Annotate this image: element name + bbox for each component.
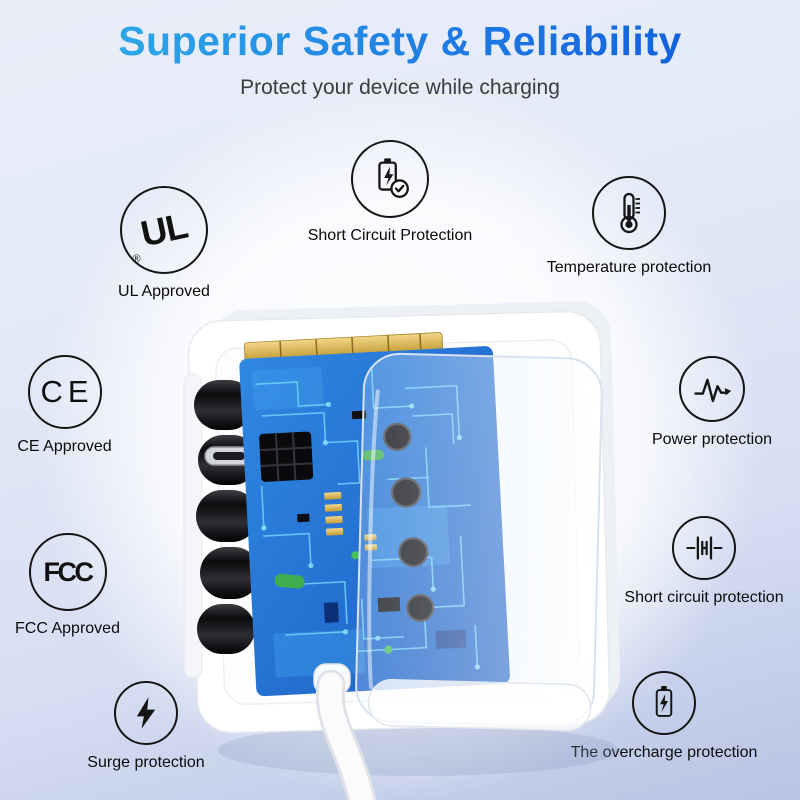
feature-short-circuit-protection-right: Short circuit protection	[609, 516, 799, 608]
lightning-icon	[136, 697, 156, 729]
feature-label-short-circuit-right: Short circuit protection	[624, 589, 784, 606]
ce-logo-icon: CE	[27, 355, 102, 429]
usb-c-port	[204, 446, 254, 466]
page-title: Superior Safety & Reliability	[0, 18, 800, 65]
feature-label-short-circuit-top: Short Circuit Protection	[307, 227, 473, 244]
feature-label-ul: UL Approved	[118, 283, 210, 300]
ul-logo-icon: UL ®	[120, 186, 208, 274]
shielded-component	[259, 431, 314, 482]
ul-logo-text: UL	[137, 204, 191, 255]
battery-check-icon	[378, 158, 409, 198]
feature-label-overcharge: The overcharge protection	[570, 744, 758, 761]
translucent-shell	[355, 352, 603, 732]
feature-overcharge-protection: The overcharge protection	[559, 671, 769, 763]
pulse-icon	[694, 378, 732, 403]
feature-label-temperature: Temperature protection	[546, 259, 712, 276]
registered-mark: ®	[132, 253, 141, 266]
battery-bolt-icon	[655, 686, 673, 717]
feature-short-circuit-protection-top: Short Circuit Protection	[280, 140, 500, 246]
feature-label-surge: Surge protection	[87, 754, 205, 771]
thermometer-icon	[620, 192, 640, 234]
capacitor-icon	[686, 536, 723, 560]
feature-label-ce: CE Approved	[17, 438, 112, 455]
feature-temperature-protection: Temperature protection	[519, 176, 739, 278]
feature-ce-approved: CE CE Approved	[0, 355, 137, 457]
charging-cable	[313, 663, 377, 800]
feature-surge-protection: Surge protection	[61, 681, 231, 773]
fcc-logo-icon: FCC	[28, 533, 107, 611]
feature-ul-approved: UL ® UL Approved	[84, 186, 244, 302]
ce-logo-text: CE	[40, 374, 94, 409]
feature-label-power: Power protection	[651, 431, 773, 448]
feature-label-fcc: FCC Approved	[15, 620, 120, 637]
feature-fcc-approved: FCC FCC Approved	[0, 533, 145, 639]
page-subtitle: Protect your device while charging	[240, 76, 560, 99]
feature-power-protection: Power protection	[627, 356, 797, 450]
drop-shadow	[218, 724, 618, 776]
fcc-logo-text: FCC	[43, 556, 95, 587]
charger-cutaway-photo	[183, 301, 621, 800]
